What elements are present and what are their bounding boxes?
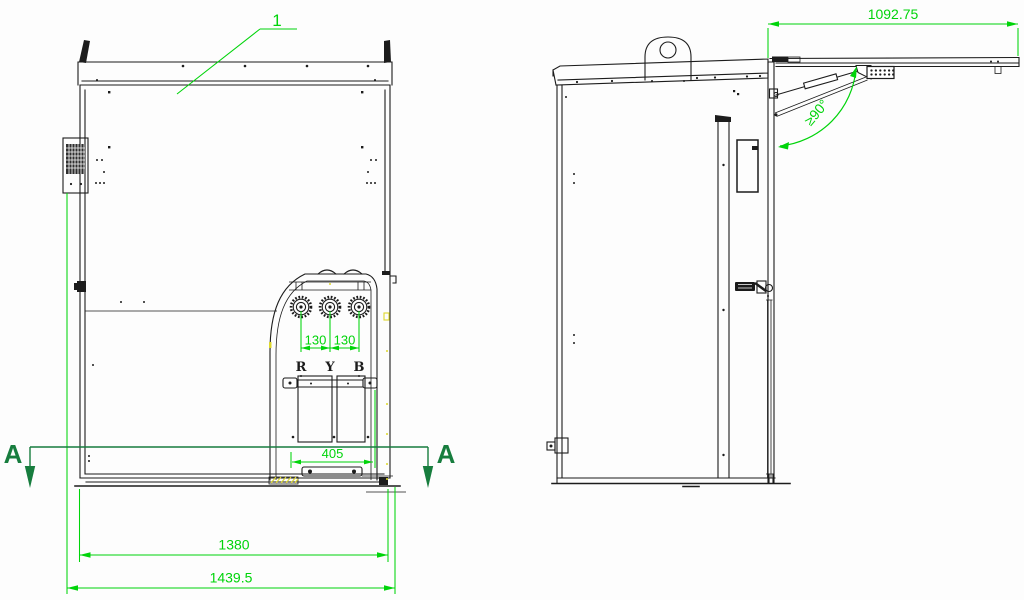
lifting-lug-icon (644, 36, 692, 82)
dim-bushing-spacing: 130 130 (300, 311, 360, 352)
dim-405: 405 (322, 446, 344, 461)
dim-130-right: 130 (334, 333, 356, 348)
mounting-bar (282, 377, 378, 389)
phase-label-r: R (296, 360, 307, 375)
yellow-accents-front (268, 283, 390, 485)
earth-bracket (546, 437, 569, 454)
front-body (74, 84, 406, 493)
roof-corner-flange-left (79, 40, 90, 63)
phase-label-b: B (354, 360, 365, 375)
section-label-left: A (4, 439, 23, 469)
dimensions: 1 130 130 405 1380 (66, 6, 1019, 594)
front-view: R Y B (62, 40, 406, 493)
section-arrow-left (24, 466, 36, 488)
dim-body-width: 1380 (78, 489, 389, 562)
inner-plate (733, 90, 759, 193)
door-edge-rod (766, 295, 773, 478)
dim-1439-5: 1439.5 (210, 570, 253, 586)
dim-door-open-angle: ≥90° (778, 66, 857, 150)
bottom-bar (301, 466, 363, 477)
section-label-right: A (437, 439, 456, 469)
callout-1: 1 (176, 11, 297, 95)
cable-box: R Y B (269, 269, 397, 481)
stay-arms (768, 65, 895, 117)
side-view (546, 36, 1020, 488)
roof-corner-flange-right (384, 40, 391, 63)
dim-130-left: 130 (305, 333, 327, 348)
open-door (769, 56, 1020, 74)
face-rivets (88, 91, 377, 462)
callout-label: 1 (272, 11, 281, 30)
bushing-y (318, 295, 342, 319)
grille-mesh (66, 144, 85, 174)
dim-cable-box-width: 405 (290, 390, 376, 468)
door-hinge-block (772, 56, 788, 62)
toggle-latch-icon (735, 280, 774, 294)
front-roof (77, 40, 393, 86)
side-roof (552, 58, 769, 86)
section-arrow-right (422, 466, 434, 488)
section-marker-aa: A A (4, 439, 456, 488)
dim-door-open-depth: 1092.75 (767, 6, 1019, 58)
dim-1380: 1380 (218, 537, 249, 553)
phase-label-y: Y (324, 360, 335, 375)
cover-panel-right (336, 375, 366, 443)
dim-overall-width: 1439.5 (66, 193, 396, 594)
vent-grille (62, 137, 89, 194)
door-channel (715, 115, 731, 479)
gas-strut-cylinder (802, 73, 839, 90)
perforated-block (866, 65, 895, 80)
side-body (551, 84, 791, 488)
base-corner-bracket (379, 477, 388, 485)
cover-panel-left (297, 375, 333, 443)
wall-fitting (74, 281, 86, 292)
dim-1092-75: 1092.75 (868, 6, 919, 22)
